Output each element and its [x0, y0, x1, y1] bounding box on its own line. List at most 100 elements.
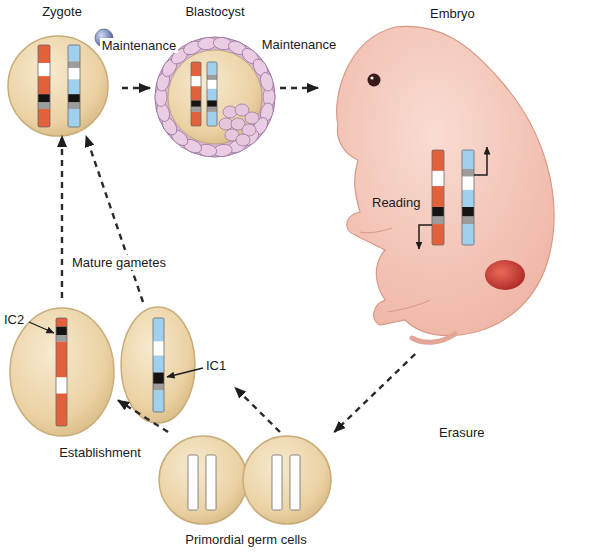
chromosome-band — [207, 62, 217, 75]
chromosome-band — [153, 384, 164, 391]
chromosome-band — [68, 45, 80, 61]
node-label: Primordial germ cells — [185, 532, 306, 547]
edge-label: Maintenance — [100, 38, 178, 53]
chromosome-band — [432, 186, 444, 207]
maternal-chromosome — [432, 150, 444, 245]
cell-membrane — [121, 307, 195, 423]
chromosome-band — [188, 455, 198, 510]
node-label: Zygote — [42, 4, 82, 19]
chromosome-band — [432, 207, 444, 217]
stage-label: Mature gametes — [70, 255, 168, 270]
maternal-chromosome — [38, 45, 50, 127]
chromosome-outline — [462, 150, 474, 245]
chromosome-outline — [153, 318, 164, 412]
chromosome-band — [207, 80, 217, 89]
node-note: Reading — [372, 195, 420, 210]
chromosome-band — [153, 342, 164, 356]
chromosome-band — [207, 89, 217, 101]
chromosome-band — [56, 335, 67, 341]
dashed-arrow — [334, 354, 415, 432]
cell-outline — [2, 2, 122, 136]
erased-chromosome — [290, 455, 300, 510]
dashed-arrow — [280, 87, 318, 90]
zygote-cell: Zygote — [2, 2, 122, 136]
eye-highlight — [370, 76, 373, 79]
edge-label: Maintenance — [260, 37, 338, 52]
node-label: IC1 — [206, 358, 226, 373]
chromosome-band — [207, 100, 217, 106]
embryo-liver — [485, 260, 525, 290]
chromosome-band — [38, 102, 50, 109]
chromosome-band — [153, 318, 164, 342]
chromosome-outline — [432, 150, 444, 245]
chromosome-band — [462, 207, 474, 217]
chromosome-band — [38, 76, 50, 94]
chromosome-outline — [191, 62, 201, 126]
chromosome-band — [191, 76, 201, 86]
edge-label: Establishment — [57, 445, 143, 460]
chromosome-band — [153, 356, 164, 373]
illustration — [29, 26, 554, 524]
chromosome-band — [56, 327, 67, 336]
chromosome-band — [462, 224, 474, 245]
embryo-eye — [368, 74, 381, 87]
egg-cell: IC2 — [2, 298, 118, 440]
cell-membrane — [10, 308, 114, 436]
chromosome-band — [462, 190, 474, 207]
erased-chromosome — [272, 455, 282, 510]
chromosome-band — [462, 150, 474, 169]
chromosome-band — [153, 390, 164, 412]
chromosome-outline — [56, 318, 67, 426]
chromosome-outline — [188, 455, 198, 510]
chromosome-band — [191, 112, 201, 126]
chromosome-band — [68, 79, 80, 94]
maternal-chromosome — [56, 318, 67, 426]
chromosome-band — [38, 94, 50, 102]
erased-chromosome — [188, 455, 198, 510]
chromosome-band — [68, 61, 80, 68]
erased-chromosome — [206, 455, 216, 510]
sperm-cell: IC1 — [120, 302, 235, 424]
chromosome-outline — [207, 62, 217, 126]
chromosome-band — [68, 109, 80, 127]
chromosome-band — [462, 177, 474, 190]
dashed-arrow — [61, 136, 63, 298]
chromosome-band — [56, 394, 67, 426]
chromosome-band — [38, 109, 50, 127]
paternal-chromosome — [207, 62, 217, 126]
inner-cell — [223, 106, 237, 118]
chromosome-outline — [206, 455, 216, 510]
germ-cell — [159, 436, 247, 524]
blastocyst: Blastocyst — [150, 2, 280, 162]
expression-arrow — [419, 225, 432, 249]
dashed-arrow — [86, 136, 143, 302]
chromosome-outline — [290, 455, 300, 510]
inner-cell-mass — [219, 104, 259, 146]
trophoblast-cells — [155, 36, 275, 157]
chromosome-band — [432, 150, 444, 171]
chromosome-outline — [68, 45, 80, 127]
embryo-tail — [412, 334, 455, 342]
blastocyst-wall — [155, 37, 275, 157]
chromosome-band — [432, 217, 444, 225]
chromosome-band — [432, 224, 444, 245]
chromosome-outline — [38, 45, 50, 127]
primordial-germ-cells: Primordial germ cells — [150, 432, 342, 550]
chromosome-band — [206, 455, 216, 510]
chromosome-band — [272, 455, 282, 510]
embryo: EmbryoReading — [318, 2, 588, 354]
chromosome-band — [68, 68, 80, 79]
chromosome-band — [207, 75, 217, 80]
chromosome-band — [462, 217, 474, 225]
chromosome-outline — [272, 455, 282, 510]
expression-arrow — [474, 147, 487, 175]
embryo-forelimb — [360, 228, 392, 233]
chromosome-band — [56, 342, 67, 378]
chromosome-band — [38, 45, 50, 63]
chromosome-band — [68, 94, 80, 102]
